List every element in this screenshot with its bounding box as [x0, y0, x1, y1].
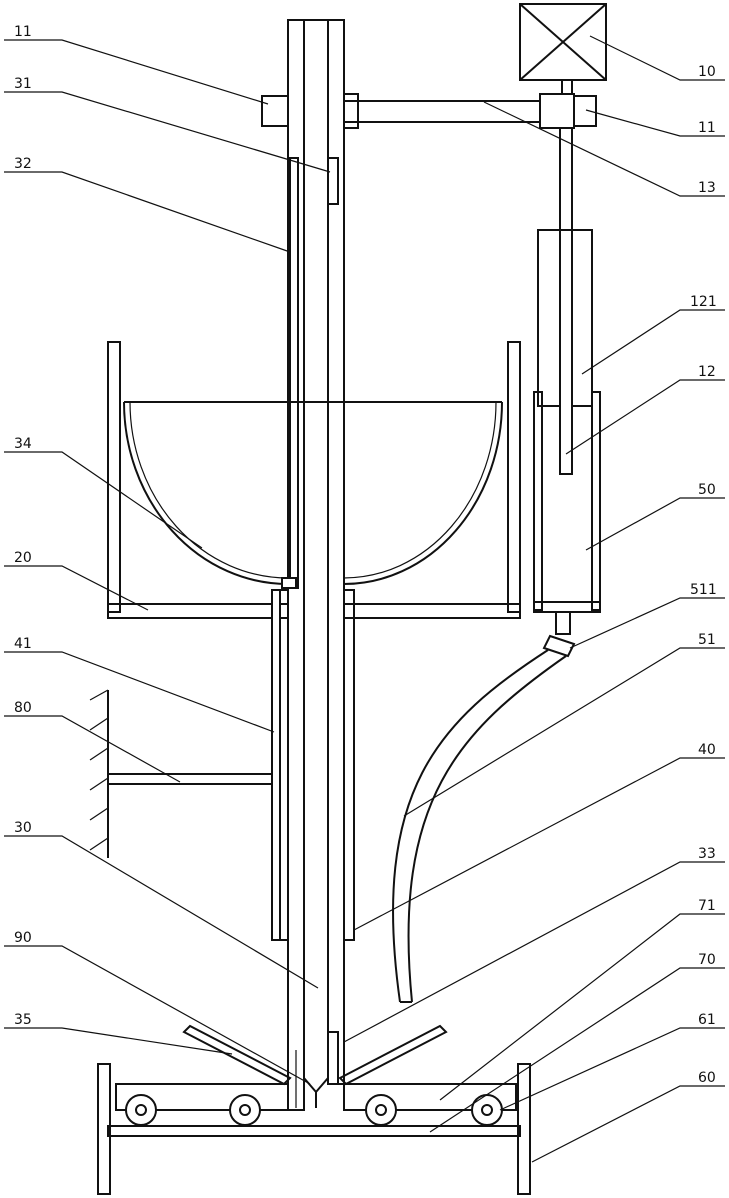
upper-sleeve — [290, 158, 298, 588]
label-50: 50 — [698, 482, 716, 498]
leader-lines — [4, 36, 725, 1162]
label-61: 61 — [698, 1012, 716, 1028]
label-31: 31 — [14, 76, 32, 92]
label-121: 121 — [690, 294, 717, 310]
lift-rod — [538, 128, 592, 474]
label-35: 35 — [14, 1012, 32, 1028]
label-13: 13 — [698, 180, 716, 196]
label-34: 34 — [14, 436, 32, 452]
label-32: 32 — [14, 156, 32, 172]
label-11-right: 11 — [698, 120, 716, 136]
label-511: 511 — [690, 582, 717, 598]
label-70: 70 — [698, 952, 716, 968]
tank — [108, 342, 520, 618]
base-frame — [98, 1064, 530, 1194]
spray-nozzle — [184, 1026, 446, 1108]
hose — [393, 650, 566, 1002]
label-80: 80 — [14, 700, 32, 716]
bowl — [124, 402, 502, 588]
label-41: 41 — [14, 636, 32, 652]
label-60: 60 — [698, 1070, 716, 1086]
wall-support — [90, 690, 272, 858]
label-20: 20 — [14, 550, 32, 566]
label-10: 10 — [698, 64, 716, 80]
label-12: 12 — [698, 364, 716, 380]
lower-sleeve — [272, 590, 354, 940]
label-33: 33 — [698, 846, 716, 862]
hose-fitting — [544, 612, 574, 656]
motor-box — [520, 4, 606, 80]
label-90: 90 — [14, 930, 32, 946]
connecting-arm — [262, 80, 596, 128]
label-11-left: 11 — [14, 24, 32, 40]
label-30: 30 — [14, 820, 32, 836]
label-71: 71 — [698, 898, 716, 914]
label-51: 51 — [698, 632, 716, 648]
label-40: 40 — [698, 742, 716, 758]
